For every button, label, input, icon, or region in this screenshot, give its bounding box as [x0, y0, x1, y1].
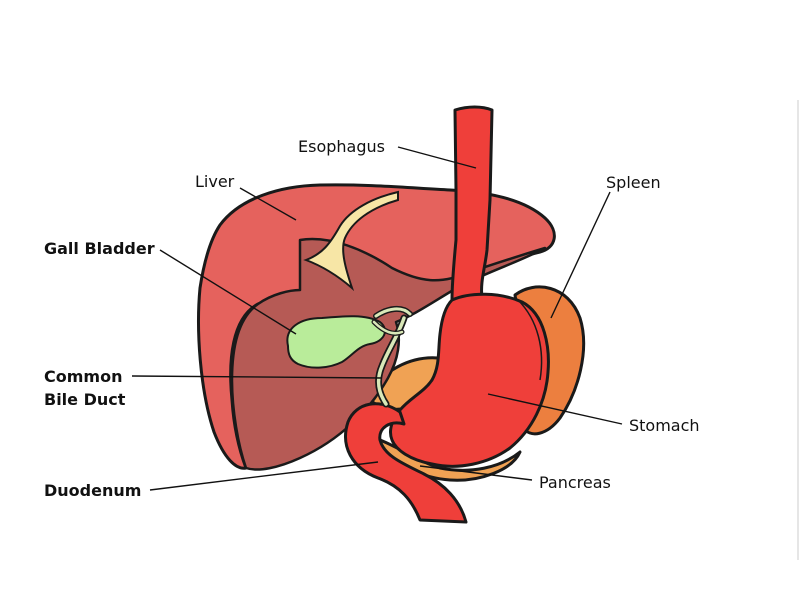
spleen-leader [550, 191, 611, 319]
stomach-fold-line [517, 299, 543, 381]
gall-bladder-shape [286, 315, 386, 369]
stomach-leader [487, 393, 623, 425]
pancreas-leader [419, 465, 533, 481]
liver-label: Liver [195, 172, 235, 191]
common-bile-duct-label-line2: Bile Duct [44, 390, 126, 409]
esophagus-label: Esophagus [298, 137, 385, 156]
spleen-label: Spleen [606, 173, 661, 192]
esophagus-shape [450, 105, 494, 302]
gall-bladder-label: Gall Bladder [44, 239, 155, 258]
esophagus-leader [397, 146, 477, 169]
duodenum-label: Duodenum [44, 481, 141, 500]
duodenum-leader [149, 461, 379, 491]
gall-bladder-leader [159, 249, 297, 335]
stomach-label: Stomach [629, 416, 700, 435]
common-bile-duct-leader [131, 375, 383, 379]
cystic-duct-fill [372, 320, 404, 335]
common-bile-duct-label-line1: Common [44, 367, 122, 386]
stomach-shape [388, 292, 550, 468]
pancreas-label: Pancreas [539, 473, 611, 492]
duodenum-shape [344, 402, 468, 524]
hepatic-duct-fill [374, 307, 412, 318]
liver-leader [239, 187, 297, 221]
ligament-shape [303, 190, 399, 292]
